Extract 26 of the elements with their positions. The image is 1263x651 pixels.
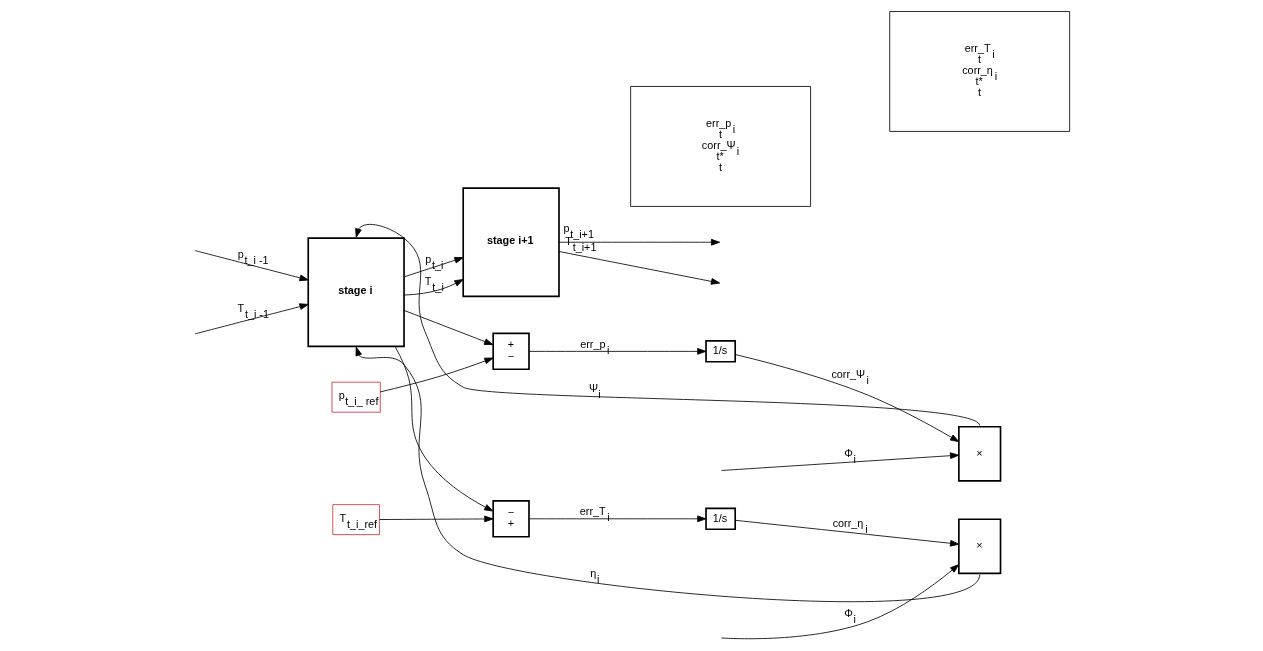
- arrow: [734, 354, 959, 443]
- node-box: − +: [491, 500, 530, 538]
- arrow: [194, 303, 309, 335]
- arrow: [355, 346, 980, 603]
- arrow: [558, 251, 720, 285]
- node-box: stage i+1: [461, 187, 560, 298]
- node-box: stage i: [306, 237, 405, 348]
- arrow: [734, 519, 959, 547]
- node-box: ×: [957, 425, 1001, 482]
- arrow: [528, 515, 706, 523]
- arrow: [720, 564, 959, 640]
- arrow: [194, 250, 309, 282]
- arrow: [379, 357, 493, 393]
- arrow: [403, 279, 463, 296]
- node-box: ×: [957, 518, 1001, 575]
- node-box: 1/s: [704, 507, 736, 531]
- arrow: [528, 348, 706, 355]
- arrow: [403, 310, 493, 346]
- node-box: + −: [491, 332, 530, 371]
- arrow: [558, 238, 720, 246]
- arrow: [378, 515, 493, 523]
- arrow: [394, 346, 493, 512]
- arrow: [354, 223, 980, 426]
- arrow: [720, 452, 959, 471]
- node-box: 1/s: [704, 340, 736, 363]
- arrow: [403, 257, 464, 278]
